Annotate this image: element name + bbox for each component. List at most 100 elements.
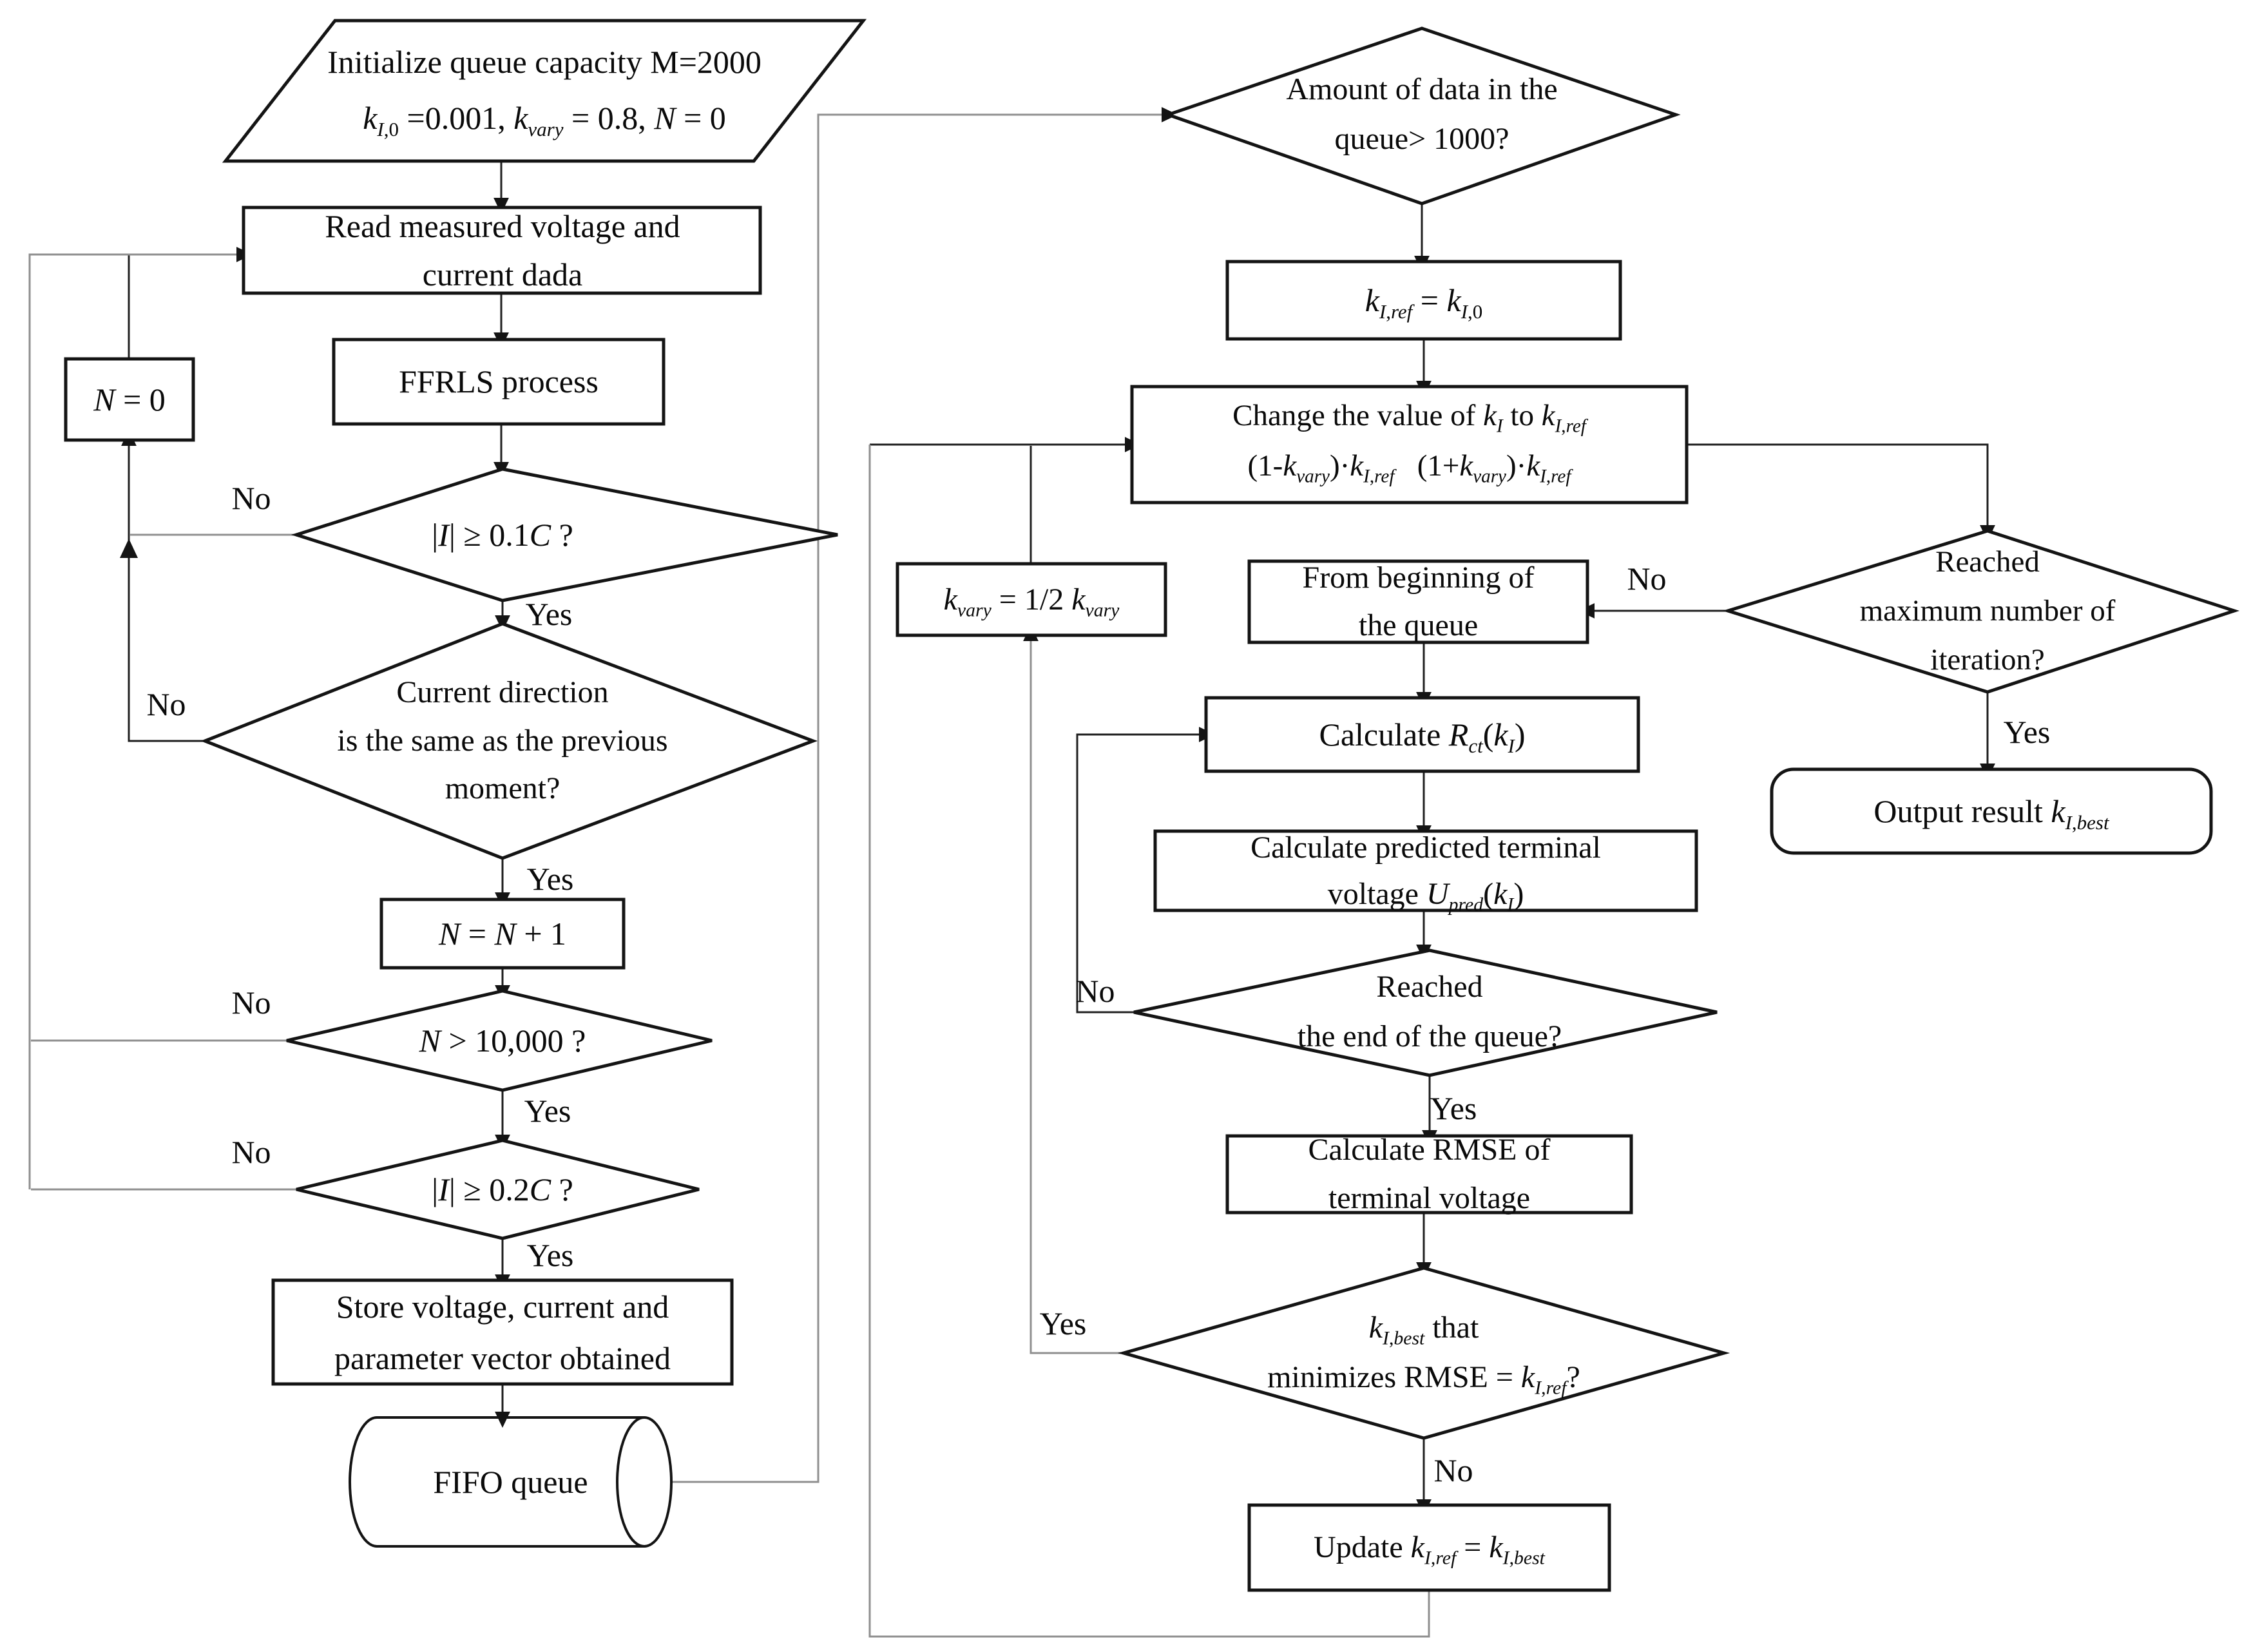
node-dend: Reached the end of the queue? (1218, 952, 1642, 1072)
node-kref: kI,ref = kI,0 (1227, 263, 1620, 338)
frombegin-box-shape (1247, 559, 1589, 644)
node-damount-line1: Amount of data in the (1286, 72, 1558, 107)
edge-label-02c-yes: Yes (526, 1237, 574, 1273)
node-upred-line2: voltage Upred(kI) (1327, 876, 1524, 916)
node-dbest-line2: minimizes RMSE = kI,ref? (1267, 1360, 1580, 1399)
node-rmse-line1: Calculate RMSE of (1308, 1133, 1551, 1167)
read-box-shape (242, 206, 762, 295)
update-box-shape (1247, 1503, 1611, 1592)
node-ddir-line2: is the same as the previous (337, 723, 668, 758)
node-dbest-line1: kI,best that (1368, 1311, 1479, 1349)
ffrls-box-shape (332, 338, 666, 426)
node-n0: N = 0 (66, 360, 193, 439)
node-init: Initialize queue capacity M=2000 kI,0 =0… (225, 27, 863, 153)
node-frombegin: From beginning of the queue (1249, 561, 1587, 642)
node-dend-line1: Reached (1376, 970, 1483, 1004)
node-ddir: Current direction is the same as the pre… (277, 662, 728, 820)
change-box-shape (1130, 385, 1689, 504)
dbest-diamond-shape (1117, 1266, 1730, 1440)
node-read: Read measured voltage and current dada (245, 208, 760, 293)
node-ninc: N = N + 1 (381, 901, 624, 966)
upred-box-shape (1153, 829, 1698, 912)
node-read-line2: current dada (422, 256, 583, 293)
node-update-line1: Update kI,ref = kI,best (1314, 1530, 1545, 1569)
node-read-line1: Read measured voltage and (325, 208, 680, 244)
edge-label-dir-yes: Yes (526, 861, 574, 897)
node-kref-line1: kI,ref = kI,0 (1365, 282, 1483, 323)
n0-box-shape (64, 357, 195, 442)
store-box-shape (271, 1278, 734, 1386)
node-frombegin-line1: From beginning of (1302, 560, 1535, 595)
node-dbest: kI,best that minimizes RMSE = kI,ref? (1211, 1285, 1636, 1421)
node-fifo-line1: FIFO queue (433, 1463, 588, 1500)
fifo-cylinder-cap (616, 1416, 673, 1548)
edge-label-n10000-yes: Yes (524, 1093, 571, 1129)
dn10000-diamond-shape (286, 989, 713, 1092)
rmse-box-shape (1225, 1134, 1633, 1215)
node-dmax: Reached maximum number of iteration? (1804, 533, 2171, 688)
node-rct: Calculate Rct(kI) (1206, 699, 1638, 770)
edge-end-no (1076, 727, 1215, 1013)
edge-label-02c-no: No (231, 1134, 271, 1170)
node-rmse-line2: terminal voltage (1328, 1180, 1531, 1215)
ddir-diamond-shape (200, 622, 818, 860)
edge-label-end-yes: Yes (1430, 1090, 1477, 1126)
edge-best-yes-to-kvary (1023, 625, 1124, 1354)
node-fifo: FIFO queue (377, 1419, 644, 1545)
node-update: Update kI,ref = kI,best (1249, 1506, 1609, 1589)
edge-label-01c-yes: Yes (525, 596, 573, 632)
node-store-line1: Store voltage, current and (336, 1288, 669, 1325)
node-dend-line2: the end of the queue? (1297, 1019, 1562, 1053)
node-d01c-line1: |I| ≥ 0.1C ? (432, 516, 573, 553)
node-store: Store voltage, current and parameter vec… (273, 1282, 732, 1383)
node-dn10000: N > 10,000 ? (309, 1002, 696, 1079)
node-frombegin-line2: the queue (1358, 608, 1479, 642)
init-parallelogram-shape (222, 19, 867, 163)
edge-label-n10000-no: No (231, 984, 271, 1021)
fifo-cylinder-shape (349, 1416, 644, 1548)
node-ddir-line3: moment? (445, 771, 560, 806)
output-box-shape (1770, 767, 2213, 855)
edge-label-01c-no: No (231, 480, 271, 516)
node-damount: Amount of data in the queue> 1000? (1216, 50, 1628, 179)
node-output-line1: Output result kI,best (1873, 792, 2109, 834)
node-change-line1: Change the value of kI to kI,ref (1232, 399, 1586, 437)
damount-diamond-shape (1163, 26, 1681, 206)
edge-update-loop (868, 445, 1430, 1638)
edge-label-max-no: No (1627, 561, 1667, 597)
node-output: Output result kI,best (1772, 771, 2211, 852)
edge-outer-loop-to-read (28, 247, 253, 1189)
kref-box-shape (1225, 260, 1622, 341)
node-damount-line2: queue> 1000? (1334, 122, 1509, 156)
node-dmax-line3: iteration? (1930, 643, 2045, 677)
node-kvary: kvary = 1/2 kvary (897, 565, 1165, 634)
d02c-diamond-shape (296, 1138, 700, 1240)
dmax-diamond-shape (1722, 529, 2240, 694)
node-upred: Calculate predicted terminal voltage Upr… (1155, 831, 1696, 914)
node-store-line2: parameter vector obtained (334, 1340, 671, 1376)
d01c-diamond-shape (291, 467, 838, 602)
node-ddir-line1: Current direction (396, 675, 609, 710)
rct-box-shape (1204, 696, 1640, 773)
node-init-line1: Initialize queue capacity M=2000 (327, 43, 762, 80)
node-d02c: |I| ≥ 0.2C ? (309, 1151, 696, 1228)
node-ninc-line1: N = N + 1 (438, 915, 567, 952)
edge-label-best-yes: Yes (1039, 1305, 1087, 1341)
edge-label-end-no: No (1075, 973, 1115, 1009)
edge-fifo-to-amount (671, 107, 1178, 1483)
node-rct-line1: Calculate Rct(kI) (1319, 716, 1526, 757)
node-n0-line1: N = 0 (93, 381, 166, 418)
node-d01c: |I| ≥ 0.1C ? (309, 496, 696, 573)
node-init-line2: kI,0 =0.001, kvary = 0.8, N = 0 (363, 100, 726, 140)
junction-arrow-up (120, 539, 138, 558)
node-dmax-line1: Reached (1935, 544, 2040, 579)
node-change-line2: (1-kvary)·kI,ref (1+kvary)·kI,ref (1247, 449, 1571, 487)
node-d02c-line1: |I| ≥ 0.2C ? (432, 1171, 573, 1207)
edge-label-dir-no: No (146, 686, 186, 722)
node-dmax-line2: maximum number of (1859, 593, 2116, 628)
node-kvary-line1: kvary = 1/2 kvary (943, 582, 1120, 621)
dend-diamond-shape (1133, 948, 1718, 1077)
node-ffrls: FFRLS process (334, 341, 664, 423)
